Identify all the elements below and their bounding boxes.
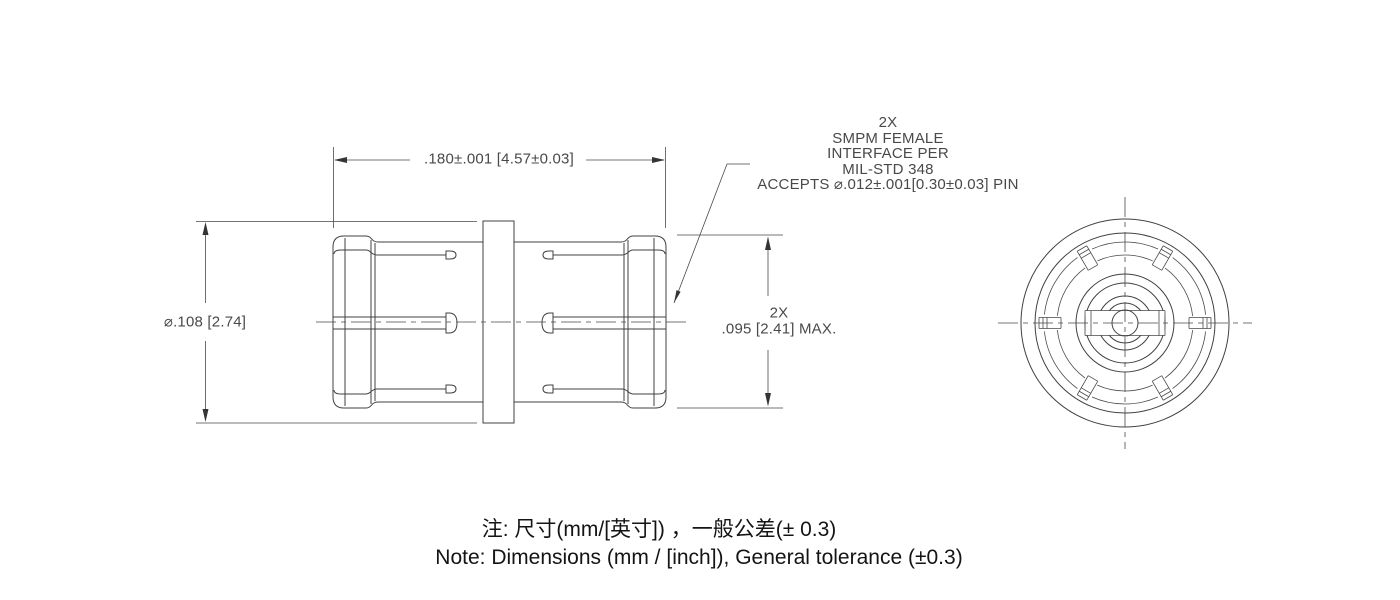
- slit-cap-bottom-right: [542, 384, 554, 394]
- slit-cap-bottom-left: [445, 384, 457, 394]
- slit-cap-top-right: [542, 250, 554, 260]
- callout-leader: [673, 163, 750, 304]
- center-slot-cap-right: [541, 312, 554, 334]
- dim-flange-diameter-text: ⌀.108 [2.74]: [163, 313, 247, 331]
- bump-top-left: [332, 235, 379, 248]
- callout-line-5: ACCEPTS ⌀.012±.001[0.30±0.03] PIN: [757, 176, 1019, 193]
- side-view: [316, 220, 688, 424]
- bump-top-right: [620, 235, 667, 248]
- extension-lines: [333, 147, 666, 228]
- slit-bottom-right: [553, 388, 666, 395]
- dim-end-qty: 2X: [769, 304, 789, 322]
- arrowhead-top: [765, 236, 771, 250]
- bump-bottom-left: [332, 396, 379, 409]
- arrowhead-right: [652, 157, 665, 163]
- dim-overall-length-text: .180±.001 [4.57±0.03]: [424, 150, 574, 168]
- slit-cap-top-left: [445, 250, 457, 260]
- bump-bottom-right: [620, 396, 667, 409]
- dim-end-diameter-text: 2X .095 [2.41] MAX.: [721, 304, 837, 337]
- note-english: Note: Dimensions (mm / [inch]), General …: [435, 546, 963, 569]
- slit-top-left: [333, 249, 446, 256]
- callout-line-1: 2X: [878, 114, 898, 131]
- dimension-flange-diameter: [196, 221, 477, 424]
- note-chinese: 注: 尺寸(mm/[英寸]) ，一般公差(± 0.3): [481, 518, 837, 541]
- center-slot-cap-left: [445, 312, 458, 334]
- callout-line-4: MIL-STD 348: [842, 160, 934, 178]
- leader-arrowhead: [674, 290, 681, 303]
- arrowhead-bottom: [765, 393, 771, 407]
- extension-lines: [677, 234, 783, 409]
- interface-callout: 2X SMPM FEMALE INTERFACE PER MIL-STD 348…: [757, 115, 1018, 193]
- callout-line-2: SMPM FEMALE: [832, 129, 944, 147]
- arrowhead-bottom: [202, 409, 209, 422]
- arrowhead-left: [334, 157, 347, 163]
- slit-bottom-left: [333, 388, 446, 395]
- leader-line: [673, 163, 750, 304]
- extension-lines: [196, 221, 477, 424]
- dimension-end-diameter: [677, 234, 783, 409]
- slit-top-right: [553, 249, 666, 256]
- arrowhead-top: [202, 222, 209, 235]
- end-view: [998, 197, 1252, 449]
- center-slot-left: [333, 316, 446, 330]
- dimension-overall-length: [333, 147, 666, 228]
- center-slot-right: [553, 316, 666, 330]
- dim-end-value: .095 [2.41] MAX.: [721, 320, 837, 337]
- callout-line-3: INTERFACE PER: [827, 145, 949, 162]
